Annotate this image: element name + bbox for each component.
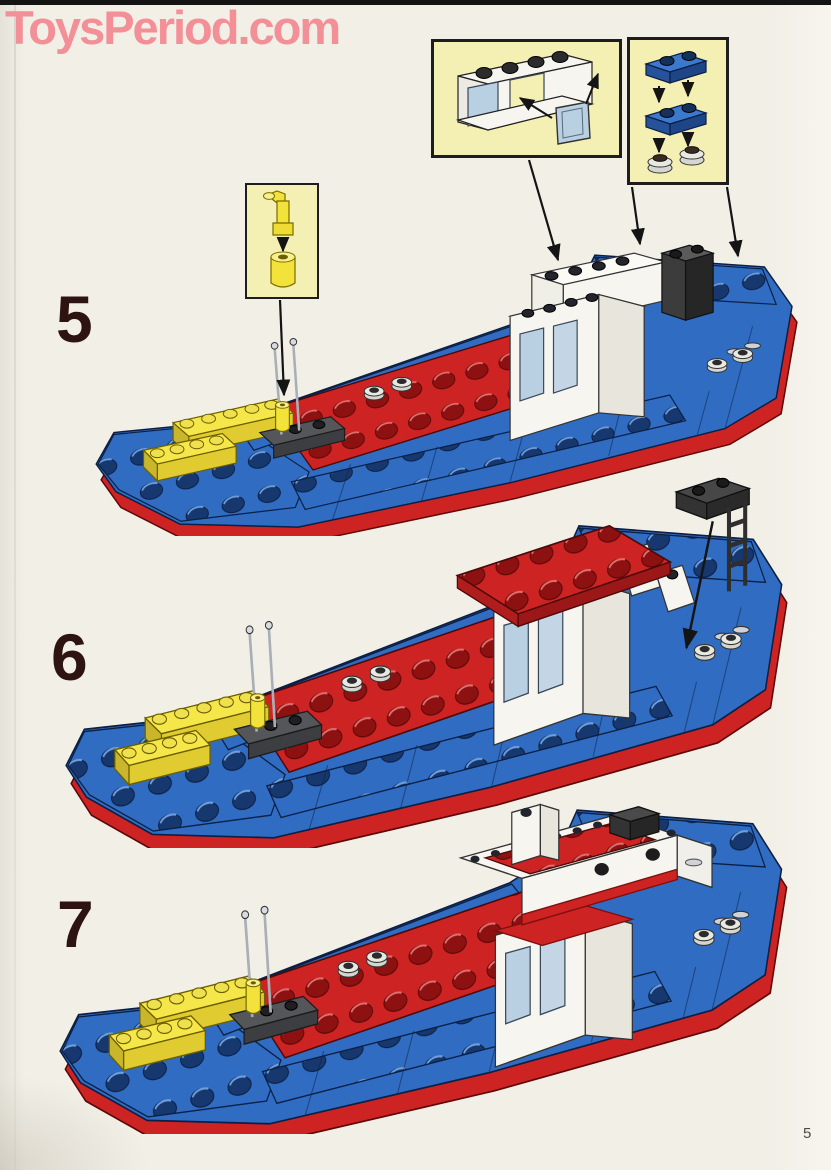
callout-plates-assembly	[627, 37, 729, 185]
cabin-step-5	[507, 244, 716, 442]
chimney-piece	[659, 244, 716, 321]
site-watermark: ToysPeriod.com	[5, 1, 341, 54]
callout-lamp-assembly	[245, 183, 319, 299]
plates-assembly-icon	[644, 51, 708, 174]
boat-model-step-7	[50, 803, 806, 1134]
callout-window-assembly	[431, 39, 622, 158]
page-edge-shadow	[14, 5, 16, 1170]
assembly-arrow	[682, 520, 714, 650]
boat-model-step-6	[56, 477, 806, 848]
cabin-step-6	[455, 524, 696, 747]
page-number: 5	[803, 1125, 812, 1142]
step-number-7: 7	[57, 887, 94, 961]
scan-edge-bar	[0, 0, 831, 5]
step-number-6: 6	[51, 620, 88, 694]
ladder-bracket-piece	[674, 477, 752, 592]
cabin-step-7	[458, 803, 713, 1068]
window-assembly-icon	[455, 51, 599, 145]
step-number-5: 5	[56, 282, 93, 356]
lamp-assembly-icon	[263, 190, 296, 288]
boat-model-step-5	[86, 244, 816, 536]
